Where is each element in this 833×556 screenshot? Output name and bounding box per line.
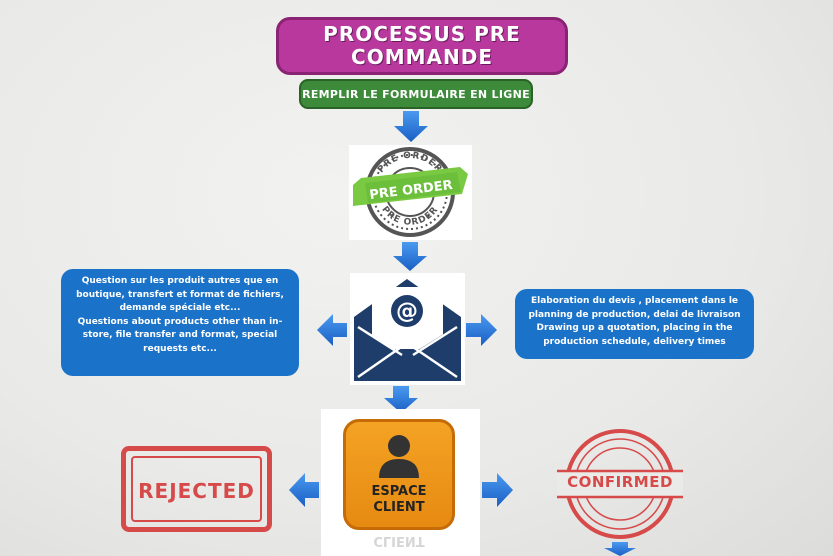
info-left-line: demande spéciale etc... [119,303,241,313]
svg-text:★: ★ [425,212,431,220]
info-left-line: boutique, transfert et format de fichier… [76,289,284,300]
arrow-down-confirmed [604,542,636,556]
info-left-line: Question sur les produit autres que en [81,276,279,286]
process-title: PROCESSUS PRE COMMANDE [276,17,568,75]
espace-client-tile[interactable] [343,419,455,530]
process-title-text: PROCESSUS PRE COMMANDE [323,22,521,69]
fill-form-step-text: REMPLIR LE FORMULAIRE EN LIGNE [302,87,530,101]
info-right-line: planning de production, delai de livrais… [528,309,741,320]
arrow-right-info [466,314,497,346]
info-box-quotation: Elaboration du devis , placement dans le… [515,289,754,359]
preorder-stamp-icon: PRE ORDER PRE ORDER PRE ORDER ★ ★ [353,147,468,237]
arrow-down-2 [393,242,427,271]
rejected-stamp: REJECTED [121,446,272,532]
client-label-line2: CLIENT [373,500,425,515]
fill-form-step: REMPLIR LE FORMULAIRE EN LIGNE [299,79,533,109]
info-right-line: production schedule, delivery times [543,336,726,347]
confirmed-stamp-text: CONFIRMED [567,473,673,491]
email-envelope: @ [350,273,465,385]
rejected-stamp-text: REJECTED [138,479,255,503]
client-reflection: CLIENT [373,533,425,548]
svg-text:★: ★ [389,212,395,220]
client-label-line1: ESPACE [371,484,427,499]
espace-client-label: ESPACE CLIENT [343,484,455,516]
arrow-down-3 [384,386,418,413]
preorder-badge: PRE ORDER PRE ORDER PRE ORDER ★ ★ [349,145,472,240]
info-left-line: requests etc... [143,343,217,354]
info-right-line: Elaboration du devis , placement dans le [530,296,739,306]
at-sign-icon: @ [396,299,418,324]
arrow-down-1 [394,111,428,142]
arrow-right-confirmed [482,473,513,507]
info-right-line: Drawing up a quotation, placing in the [536,323,733,333]
info-left-line: Questions about products other than in- [77,316,283,327]
user-silhouette-icon [379,435,419,478]
info-left-line: store, file transfer and format, special [82,330,278,340]
confirmed-stamp [557,429,683,539]
arrow-left-info [317,314,347,346]
info-box-questions: Question sur les produit autres que en b… [61,269,299,376]
envelope-icon: @ [354,279,461,381]
arrow-left-rejected [289,473,319,507]
